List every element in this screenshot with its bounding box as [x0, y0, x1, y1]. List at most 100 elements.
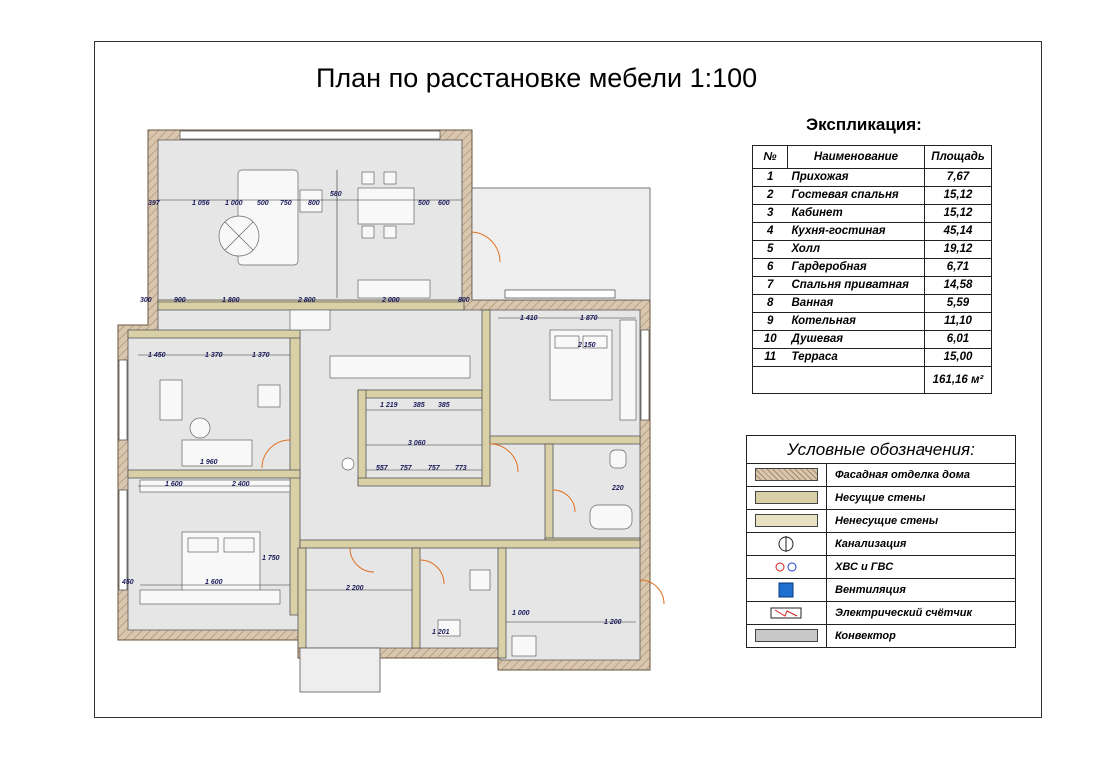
row-name: Гардеробная	[787, 258, 925, 277]
dim-label: 900	[174, 297, 186, 304]
dim-label: 1 370	[252, 352, 270, 359]
entry-step	[299, 647, 381, 693]
row-num: 6	[752, 258, 788, 277]
bedroom-wardrobe	[619, 319, 637, 421]
row-area: 45,14	[924, 222, 992, 241]
guest-bed	[181, 439, 253, 467]
window-guest	[118, 359, 128, 441]
washer	[469, 569, 491, 591]
hall-table	[289, 309, 331, 331]
dim-label: 1 870	[580, 315, 598, 322]
dim-label: 1 750	[262, 555, 280, 562]
bathtub	[589, 504, 633, 530]
dim-label: 1 800	[222, 297, 240, 304]
dim-label: 1 201	[432, 629, 450, 636]
legend-label: Ненесущие стены	[835, 515, 939, 527]
row-num: 2	[752, 186, 788, 205]
dim-label: 1 200	[604, 619, 622, 626]
dim-label: 1 370	[205, 352, 223, 359]
wall-guest-south	[127, 469, 301, 479]
row-area: 11,10	[924, 312, 992, 331]
dim-label: 1 000	[512, 610, 530, 617]
dim-label: 2 400	[231, 481, 250, 488]
kitchen-island	[357, 279, 431, 299]
window-bedroom	[504, 289, 616, 299]
wall-core-east	[481, 309, 491, 487]
dim-label: 2 150	[577, 342, 596, 349]
row-num: 7	[752, 276, 788, 295]
legend-label: Конвектор	[835, 630, 896, 642]
dim-label: 2 200	[345, 585, 364, 592]
dim-label: 300	[140, 297, 152, 304]
row-num: 8	[752, 294, 788, 313]
wall-guest-north	[127, 329, 301, 339]
sewer-riser	[341, 457, 355, 471]
dim-label: 1 600	[205, 579, 223, 586]
legend-item: ХВС и ГВС	[747, 556, 1015, 579]
row-num: 1	[752, 168, 788, 187]
row-area: 7,67	[924, 168, 992, 187]
wall-lower-div1	[411, 547, 421, 649]
dim-label: 1 960	[200, 459, 218, 466]
row-area: 6,01	[924, 330, 992, 349]
nonbearing-wall-swatch	[755, 514, 818, 527]
dim-label: 450	[121, 579, 134, 586]
water-supply-icon	[775, 562, 797, 572]
legend-label: Вентиляция	[835, 584, 906, 596]
row-num: 9	[752, 312, 788, 331]
shower-tray	[511, 635, 537, 657]
wall-bath-west	[544, 443, 554, 545]
row-num: 10	[752, 330, 788, 349]
row-name: Кабинет	[787, 204, 925, 223]
legend-label: ХВС и ГВС	[835, 561, 894, 573]
legend-item: Фасадная отделка дома	[747, 464, 1015, 487]
wall-core-west	[357, 389, 367, 486]
row-name: Душевая	[787, 330, 925, 349]
row-name: Гостевая спальня	[787, 186, 925, 205]
wall-hall-core	[357, 389, 489, 399]
window-bedroom-east	[640, 329, 650, 421]
armchair	[299, 189, 323, 213]
wall-bedroom-south	[489, 435, 641, 445]
window-study	[118, 489, 128, 591]
sewer-icon	[778, 536, 794, 552]
dim-label: 1 000	[225, 200, 243, 207]
dim-label: 3 060	[408, 440, 426, 447]
dim-label: 757	[428, 465, 441, 472]
row-num: 4	[752, 222, 788, 241]
guest-desk	[159, 379, 183, 421]
electric-meter-icon	[770, 607, 802, 619]
dim-label: 2 000	[381, 297, 400, 304]
bearing-wall-swatch	[755, 491, 818, 504]
dim-label: 500	[257, 200, 269, 207]
window-kitchen	[179, 130, 441, 140]
legend-item: Конвектор	[747, 625, 1015, 647]
row-area: 5,59	[924, 294, 992, 313]
terrace	[471, 187, 651, 301]
dim-label: 1 600	[165, 481, 183, 488]
wall-core-south	[357, 477, 489, 487]
dim-label: 1 056	[192, 200, 210, 207]
legend: Условные обозначения: Фасадная отделка д…	[746, 435, 1016, 648]
row-area: 15,00	[924, 348, 992, 367]
dim-label: 773	[455, 465, 467, 472]
dining-table	[357, 187, 415, 225]
guest-table	[189, 417, 211, 439]
legend-label: Несущие стены	[835, 492, 926, 504]
explication-title: Экспликация:	[806, 115, 922, 134]
row-num: 3	[752, 204, 788, 223]
convector-swatch	[755, 629, 818, 642]
row-name: Спальня приватная	[787, 276, 925, 295]
dim-label: 220	[611, 485, 624, 492]
kitchen-counter	[329, 355, 471, 379]
ventilation-icon	[778, 582, 794, 598]
row-num: 11	[752, 348, 788, 367]
legend-item: Вентиляция	[747, 579, 1015, 602]
